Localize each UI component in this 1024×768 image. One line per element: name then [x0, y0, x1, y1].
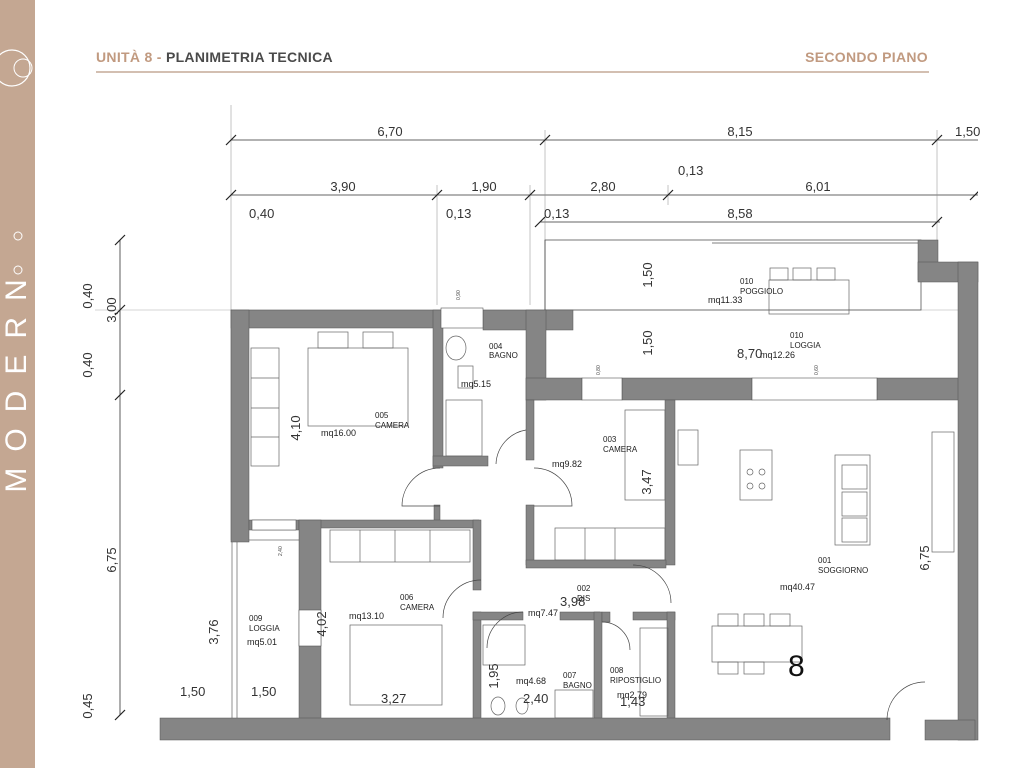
dim-int-6: 6,75	[917, 545, 932, 570]
room-name: CAMERA	[603, 445, 638, 454]
room-code: 004	[489, 342, 503, 351]
room-name: CAMERA	[400, 603, 435, 612]
dim-int-12: 2,40	[523, 691, 548, 706]
dim-top-2c: 2,80	[590, 179, 615, 194]
window-code-2: 0,80	[596, 365, 602, 375]
room-area: mq11.33	[708, 295, 742, 305]
dim-left-d: 6,75	[104, 547, 119, 572]
dim-top-1c: 1,50	[955, 124, 980, 139]
dim-int-10: 3,98	[560, 594, 585, 609]
furniture	[250, 267, 955, 719]
room-area: mq5.15	[461, 379, 491, 389]
room-name: LOGGIA	[790, 341, 821, 350]
room-name: POGGIOLO	[740, 287, 783, 296]
dim-int-15: 1,50	[251, 684, 276, 699]
dim-top-1b: 8,15	[727, 124, 752, 139]
room-area: mq12.26	[760, 350, 795, 360]
room-name: BAGNO	[489, 351, 518, 360]
page-title: UNITÀ 8 - PLANIMETRIA TECNICA	[96, 49, 333, 65]
room-name: SOGGIORNO	[818, 566, 868, 575]
brand-sidebar: MODERN	[0, 0, 35, 768]
dim-int-9: 1,95	[486, 663, 501, 688]
dim-int-14: 1,50	[180, 684, 205, 699]
bullet-circles-icon	[13, 231, 23, 275]
room-area: mq16.00	[321, 428, 356, 438]
walls	[159, 239, 979, 741]
dim-left-e: 0,45	[80, 693, 95, 718]
room-area: mq13.10	[349, 611, 384, 621]
room-area: mq2.79	[617, 690, 647, 700]
dim-top-2b: 1,90	[471, 179, 496, 194]
dim-int-5: 3,47	[639, 469, 654, 494]
dim-int-11: 3,27	[381, 691, 406, 706]
unit-number: 8	[788, 650, 805, 683]
room-code: 007	[563, 671, 577, 680]
room-code: 010	[790, 331, 804, 340]
room-code: 006	[400, 593, 414, 602]
room-name: CAMERA	[375, 421, 410, 430]
room-labels: 010 POGGIOLO mq11.33 010 LOGGIA mq12.26 …	[247, 277, 868, 700]
dim-top-3c: 0,13	[544, 206, 569, 221]
window-code-1: 0,90	[456, 290, 462, 300]
logo-mark-icon	[0, 49, 33, 87]
dim-top-2e: 6,01	[805, 179, 830, 194]
floor-label: SECONDO PIANO	[805, 49, 928, 65]
dim-top-3a: 0,40	[249, 206, 274, 221]
dim-int-3: 8,70	[737, 346, 762, 361]
window-code-3: 0,60	[814, 365, 820, 375]
dim-int-2: 1,50	[640, 330, 655, 355]
room-area: mq5.01	[247, 637, 277, 647]
room-area: mq40.47	[780, 582, 815, 592]
room-code: 005	[375, 411, 389, 420]
room-name: BAGNO	[563, 681, 592, 690]
dim-top-3d: 8,58	[727, 206, 752, 221]
dim-int-1: 1,50	[640, 262, 655, 287]
dim-top-1a: 6,70	[377, 124, 402, 139]
window-code-4: 2,40	[278, 546, 284, 556]
title-separator: -	[156, 49, 162, 65]
room-code: 003	[603, 435, 617, 444]
room-name: LOGGIA	[249, 624, 280, 633]
dim-top-2a: 3,90	[330, 179, 355, 194]
dim-left-b: 3,00	[104, 297, 119, 322]
room-code: 008	[610, 666, 624, 675]
dim-left-c: 0,40	[80, 352, 95, 377]
room-name: DIS	[577, 594, 590, 603]
dim-top-2d: 0,13	[678, 163, 703, 178]
room-area: mq9.82	[552, 459, 582, 469]
unit-label: UNITÀ 8	[96, 49, 153, 65]
room-code: 010	[740, 277, 754, 286]
room-name: RIPOSTIGLIO	[610, 676, 661, 685]
room-area: mq7.47	[528, 608, 558, 618]
room-code: 002	[577, 584, 591, 593]
room-code: 009	[249, 614, 263, 623]
dim-left-a: 0,40	[80, 283, 95, 308]
dim-top-3b: 0,13	[446, 206, 471, 221]
header-divider	[96, 71, 929, 73]
dim-int-4: 4,10	[288, 415, 303, 440]
dim-int-13: 1,43	[620, 694, 645, 709]
dim-int-8: 4,02	[314, 611, 329, 636]
room-code: 001	[818, 556, 832, 565]
title-subtitle: PLANIMETRIA TECNICA	[165, 49, 333, 65]
dim-int-7: 3,76	[206, 619, 221, 644]
room-area: mq4.68	[516, 676, 546, 686]
